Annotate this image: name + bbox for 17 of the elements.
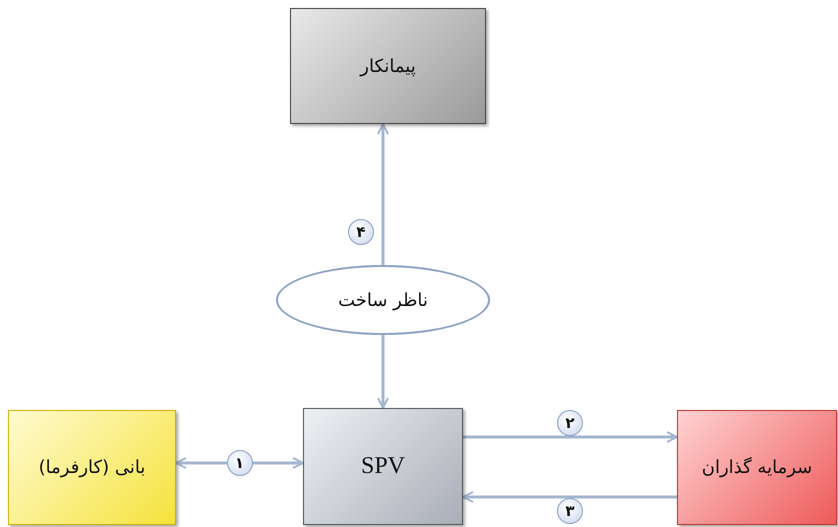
node-text: سرمایه گذاران (702, 457, 812, 478)
edge-label: ۲ (557, 410, 583, 436)
process-box (303, 408, 463, 525)
edge-label: ۴ (348, 219, 374, 245)
edge-label: ۳ (557, 498, 583, 524)
node-text: SPV (360, 453, 406, 480)
node-text: بانی (کارفرما) (38, 457, 146, 478)
process-box (290, 8, 486, 124)
arrow (377, 335, 389, 409)
process-box (677, 410, 837, 525)
node-text: ناظر ساخت (338, 290, 428, 310)
arrow (462, 491, 677, 503)
arrow (377, 123, 389, 265)
node-text: پیمانکار (360, 56, 416, 76)
arrow (463, 431, 678, 443)
edge-label: ۱ (226, 450, 252, 476)
process-box (8, 410, 176, 525)
